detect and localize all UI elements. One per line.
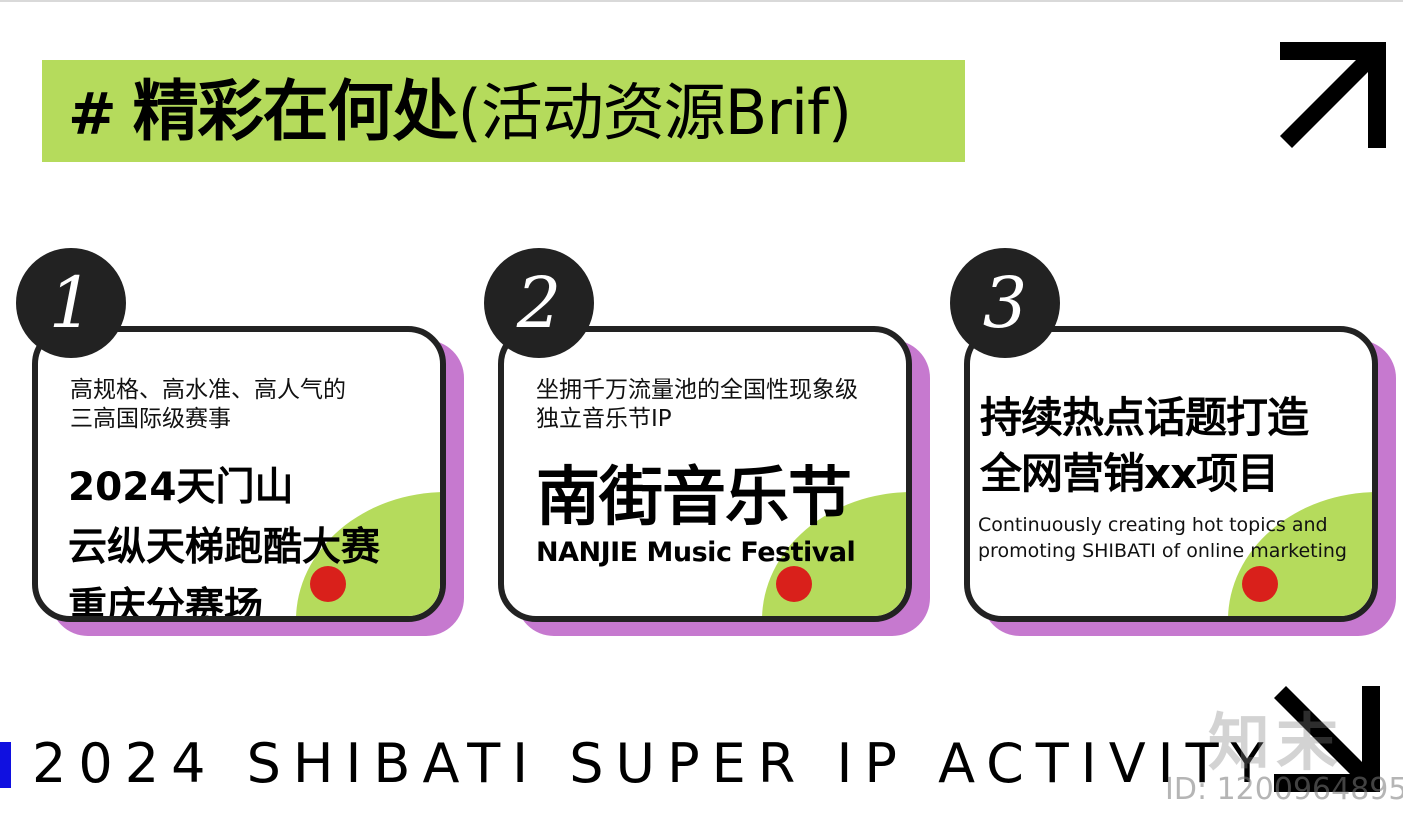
card-headline: 南街音乐节 [536,461,852,535]
watermark-logo: 知末 [1208,706,1345,779]
title-hash: # [68,80,117,148]
card-description: Continuously creating hot topics and pro… [978,514,1347,562]
headline-line: 重庆分赛场 [68,585,264,622]
card-english: NANJIE Music Festival [536,537,856,568]
headline-line: 持续热点话题打造 [980,393,1309,442]
card-body: 高规格、高水准、高人气的 三高国际级赛事 2024天门山 云纵天梯跑酷大赛 重庆… [32,326,446,622]
card-subtitle: 坐拥千万流量池的全国性现象级 独立音乐节IP [536,376,896,434]
subtitle-line: 三高国际级赛事 [70,406,231,432]
subtitle-line: 高规格、高水准、高人气的 [70,377,346,403]
card-number-badge: 2 [484,248,594,358]
card-1: 高规格、高水准、高人气的 三高国际级赛事 2024天门山 云纵天梯跑酷大赛 重庆… [32,326,464,636]
headline-line: 2024天门山 [68,465,294,510]
card-headline: 持续热点话题打造 全网营销xx项目 [980,390,1309,502]
card-body: 坐拥千万流量池的全国性现象级 独立音乐节IP 南街音乐节 NANJIE Musi… [498,326,912,622]
card-number-badge: 3 [950,248,1060,358]
card-3: 持续热点话题打造 全网营销xx项目 Continuously creating … [964,326,1396,636]
footer-marker [0,742,11,788]
top-divider [0,0,1403,2]
arrow-down-right-icon [1274,686,1380,792]
card-headline: 2024天门山 云纵天梯跑酷大赛 重庆分赛场 [68,458,381,622]
headline-line: 云纵天梯跑酷大赛 [68,525,381,570]
card-2: 坐拥千万流量池的全国性现象级 独立音乐节IP 南街音乐节 NANJIE Musi… [498,326,930,636]
red-dot [1242,566,1278,602]
card-body: 持续热点话题打造 全网营销xx项目 Continuously creating … [964,326,1378,622]
title-banner [42,60,965,162]
page-title: #精彩在何处(活动资源Brif) [68,70,852,154]
red-dot [776,566,812,602]
title-main: 精彩在何处 [132,73,459,150]
subtitle-line: 独立音乐节IP [536,406,672,432]
watermark-id: ID: 1200964895 [1165,772,1403,807]
arrow-up-right-icon [1280,42,1386,148]
headline-line: 全网营销xx项目 [980,449,1279,498]
card-number-badge: 1 [16,248,126,358]
footer-tagline: 2024 SHIBATI SUPER IP ACTIVITY [32,732,1276,795]
red-dot [310,566,346,602]
title-sub: (活动资源Brif) [457,76,852,149]
subtitle-line: 坐拥千万流量池的全国性现象级 [536,377,858,403]
card-subtitle: 高规格、高水准、高人气的 三高国际级赛事 [70,376,430,434]
